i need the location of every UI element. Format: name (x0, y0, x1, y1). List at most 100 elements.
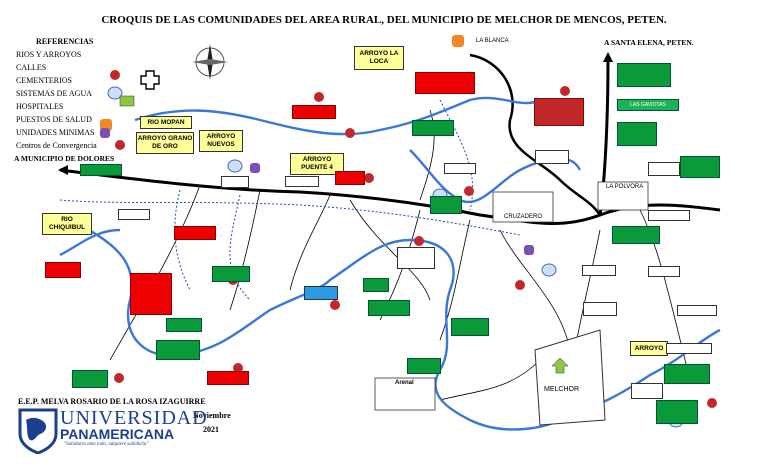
community-box-green (212, 266, 250, 282)
community-box-red (174, 226, 216, 240)
community-box-white (221, 176, 249, 188)
cemetery-markers (110, 70, 717, 408)
arenal-box (374, 377, 436, 411)
community-box-white (677, 305, 717, 316)
cemetery-icon (414, 236, 424, 246)
cemetery-icon (314, 92, 324, 102)
label-grano-de-oro: ARROYO GRANO DE ORO (136, 132, 194, 154)
melchor-outline (534, 329, 606, 426)
minimal-unit-icon (100, 128, 110, 138)
community-box-red (45, 262, 81, 278)
arrow-dolores (58, 165, 68, 175)
legend-item-cementerios: CEMENTERIOS (16, 76, 72, 85)
cemetery-icon (330, 300, 340, 310)
community-box-white (535, 150, 569, 164)
compass-rose-icon (192, 44, 228, 80)
hospital-cross-icon (140, 70, 160, 90)
community-box-green (617, 63, 671, 87)
health-post-icon (452, 35, 464, 47)
water-tank-icon (541, 263, 557, 277)
community-box-white (648, 266, 680, 277)
minimal-unit-icon (524, 245, 534, 255)
community-box-green (363, 278, 389, 292)
university-name-line1: UNIVERSIDAD (60, 407, 208, 429)
community-box-green (680, 156, 720, 178)
community-box-white (285, 176, 319, 187)
university-name-line2: PANAMERICANA (60, 426, 175, 442)
water-tank-icon (227, 159, 243, 173)
community-box-green (412, 120, 454, 136)
label-rio-chiquibul: RIO CHIQUIBUL (42, 213, 92, 235)
place-melchor: MELCHOR (544, 386, 580, 393)
legend-item-unidades: UNIDADES MINIMAS (16, 128, 95, 137)
label-arroyo-right: ARROYO (630, 341, 668, 356)
legend-item-puestos: PUESTOS DE SALUD (16, 115, 92, 124)
community-box-green (451, 318, 489, 336)
las-gaviotas-label: LAS GAVIOTAS (630, 102, 666, 108)
community-box-green (664, 364, 710, 384)
community-box-red (207, 371, 249, 385)
cemetery-icon (515, 280, 525, 290)
community-box-green (407, 358, 441, 374)
community-box-green (656, 400, 698, 424)
community-box-green (72, 370, 108, 388)
minimal-unit-icon (250, 163, 260, 173)
community-box-blue (304, 286, 338, 300)
community-box-white (444, 163, 476, 174)
cemetery-icon (464, 186, 474, 196)
road-la-blanca (469, 53, 602, 216)
community-box-green (617, 122, 657, 146)
community-box-white (666, 343, 712, 354)
legend-item-calles: CALLES (16, 63, 47, 72)
place-las-gaviotas: LAS GAVIOTAS (617, 99, 679, 111)
community-box-green (430, 196, 462, 214)
footer-month: Noviembre (193, 411, 231, 420)
university-shield-logo (18, 408, 58, 454)
direction-dolores: A MUNICIPIO DE DOLORES (14, 154, 115, 163)
community-box-white (583, 302, 617, 316)
cemetery-icon (345, 128, 355, 138)
footer-year: 2021 (203, 425, 219, 434)
community-box-green (368, 300, 410, 316)
university-motto: "Sabiduría ante todo, adquiere sabiduría… (64, 442, 149, 447)
community-box-red (415, 72, 475, 94)
community-box-white (631, 383, 663, 399)
cemetery-icon (560, 86, 570, 96)
label-arroyo-puente4: ARROYO PUENTE 4 (290, 153, 344, 175)
community-box-green (156, 340, 200, 360)
direction-santa-elena: A SANTA ELENA, PETEN. (604, 38, 694, 47)
community-box-white (397, 247, 435, 269)
community-box-green (166, 318, 202, 332)
community-box-red (335, 171, 365, 185)
cruzadero-box (492, 191, 554, 223)
legend-item-hospitales: HOSPITALES (16, 102, 64, 111)
label-arroyo-la-loca: ARROYO LA LOCA (354, 46, 404, 70)
cemetery-icon (233, 363, 243, 373)
place-arenal: Arenal (395, 380, 414, 386)
cemetery-icon (110, 70, 120, 80)
community-box-red (534, 98, 584, 126)
label-rio-mopan: RIO MOPAN (140, 116, 192, 129)
place-la-polvora: LA POLVORA (606, 184, 644, 190)
legend-heading: REFERENCIAS (36, 37, 94, 46)
place-cruzadero: CRUZADERO (504, 214, 543, 220)
community-box-red (292, 105, 336, 119)
cemetery-icon (114, 373, 124, 383)
community-box-green (80, 164, 122, 176)
legend-item-rios: RIOS Y ARROYOS (16, 50, 82, 59)
water-tank-icon (107, 86, 123, 100)
cemetery-icon (115, 140, 125, 150)
convergence-center-icon (119, 95, 135, 107)
community-box-white (648, 162, 680, 176)
house-icon (551, 357, 569, 374)
community-box-white (582, 265, 616, 276)
legend-item-convergencia: Centros de Convergencia (16, 141, 97, 150)
cemetery-icon (707, 398, 717, 408)
community-box-white (648, 210, 690, 221)
legend-item-agua: SISTEMAS DE AGUA (16, 89, 93, 98)
arrow-santa-elena (603, 52, 613, 62)
map-title: CROQUIS DE LAS COMUNIDADES DEL AREA RURA… (101, 14, 667, 26)
dotted-trails (59, 99, 521, 301)
place-la-blanca: LA BLANCA (476, 38, 509, 44)
